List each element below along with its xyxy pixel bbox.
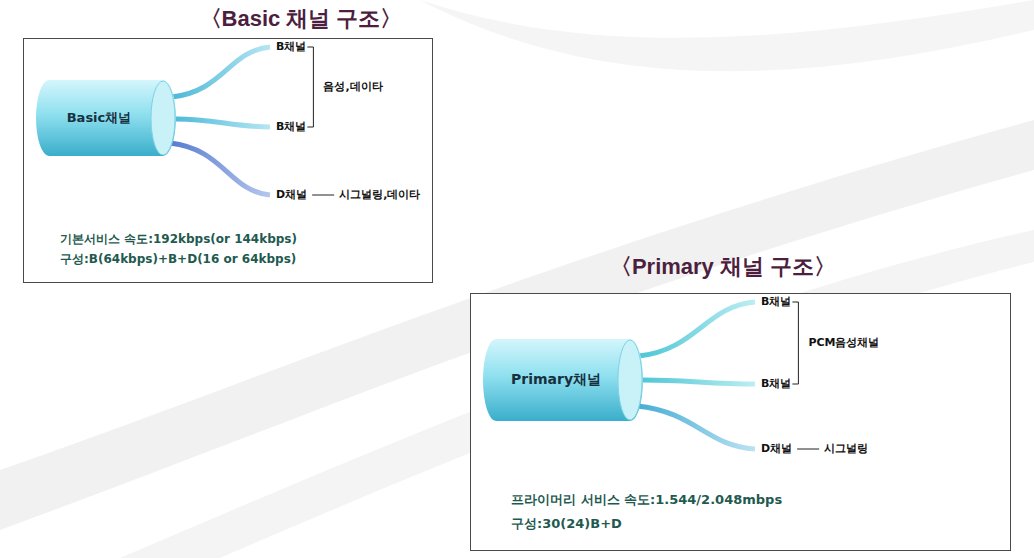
fan-line [176,119,270,127]
channel-fan-lines [24,39,434,284]
channel-panel: Primary채널〈Primary 채널 구조〉B채널B채널PCM음성채널D채널… [470,293,1011,551]
channel-cylinder: Basic채널 [36,79,176,157]
service-note: 구성:B(64kbps)+B+D(16 or 64kbps) [60,252,296,266]
channel-label: B채널 [276,40,306,53]
channel-use: 시그널링,데이타 [339,188,420,201]
cylinder-label: Basic채널 [67,109,146,127]
cylinder-end [618,340,642,420]
fan-line [643,380,755,384]
channel-cylinder: Primary채널 [483,338,643,422]
panel-title: 〈Primary 채널 구조〉 [610,252,836,282]
fan-line [639,302,755,356]
panel-title: 〈Basic 채널 구조〉 [200,4,403,34]
service-note: 프라이머리 서비스 속도:1.544/2.048mbps [511,492,782,508]
fan-line [637,406,755,449]
swoosh [420,0,1034,71]
channel-label: D채널 [276,188,307,201]
cylinder-body [483,339,643,421]
service-note: 기본서비스 속도:192kbps(or 144kbps) [60,232,297,246]
channel-use: PCM음성채널 [808,336,879,349]
channel-label: B채널 [761,295,791,308]
channel-label: D채널 [761,442,792,455]
service-note: 구성:30(24)B+D [511,516,622,532]
channel-label: B채널 [276,120,306,133]
cylinder-body [36,80,176,156]
cylinder-label: Primary채널 [511,371,615,389]
channel-use: 시그널링 [824,442,868,455]
dash-line [797,449,819,450]
channel-label: B채널 [761,377,791,390]
fan-line [170,143,270,195]
cylinder-end [151,81,175,155]
channel-use: 음성,데이타 [323,80,382,93]
channel-panel: Basic채널〈Basic 채널 구조〉B채널B채널음성,데이타D채널시그널링,… [23,38,433,283]
channel-fan-lines [471,294,1012,552]
bracket [792,302,798,384]
bracket [307,47,313,127]
dash-line [312,195,334,196]
fan-line [172,47,270,97]
